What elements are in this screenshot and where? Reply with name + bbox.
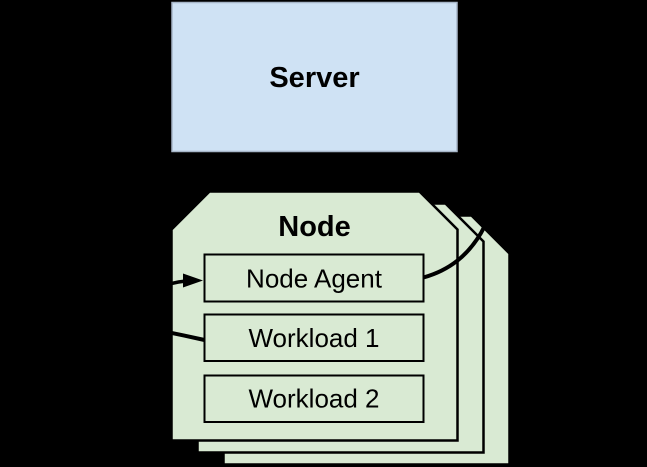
workload-2-box <box>203 374 425 423</box>
node-agent-label: Node Agent <box>246 264 383 294</box>
server-box <box>171 1 458 153</box>
connector-node-agent-to-peer-nodes <box>422 185 496 280</box>
workload-1-label: Workload 1 <box>248 323 379 353</box>
workload-1-box <box>203 313 425 362</box>
connector-into-workload-1 <box>111 320 205 342</box>
arrowhead-into-node-agent-icon <box>183 273 203 288</box>
server-label: Server <box>269 62 359 94</box>
node-agent-box <box>203 253 425 303</box>
node-title: Node <box>278 211 351 243</box>
workload-2-label: Workload 2 <box>248 384 379 414</box>
connector-into-node-agent <box>102 279 187 315</box>
